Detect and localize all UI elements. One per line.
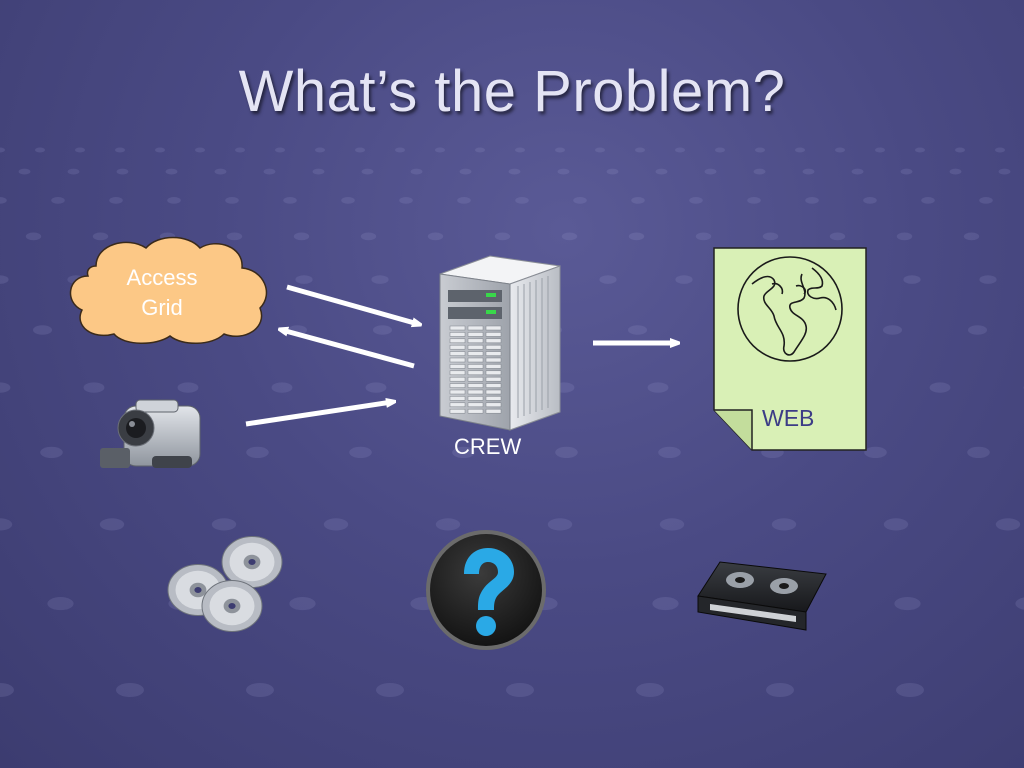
web-label: WEB bbox=[762, 405, 815, 431]
access-grid-label-line2: Grid bbox=[141, 295, 183, 320]
camcorder-icon bbox=[100, 399, 201, 468]
arrow-server-to-cloud bbox=[282, 330, 415, 369]
arrow-cloud-to-server bbox=[286, 284, 418, 324]
globe-icon bbox=[737, 256, 843, 362]
server-icon bbox=[439, 255, 561, 431]
help-question-icon bbox=[426, 530, 546, 650]
vhs-tape-icon bbox=[697, 561, 827, 631]
access-grid-label: Access Grid bbox=[92, 263, 232, 323]
arrow-camera-to-server bbox=[245, 402, 392, 427]
slide-title: What’s the Problem? bbox=[238, 59, 786, 124]
server-label: CREW bbox=[454, 434, 522, 459]
access-grid-cloud bbox=[69, 236, 268, 344]
web-document-icon bbox=[713, 247, 867, 451]
cd-discs-icon bbox=[167, 536, 283, 632]
access-grid-label-line1: Access bbox=[126, 265, 198, 290]
